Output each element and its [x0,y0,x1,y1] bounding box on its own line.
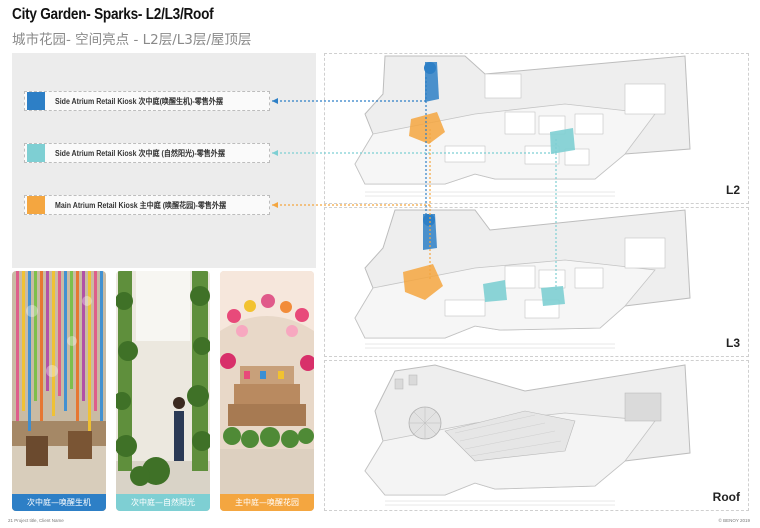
plan-panel-l2: L2 [324,53,749,204]
photo-caption: 次中庭—自然阳光 [116,494,210,511]
photo-caption: 主中庭—唤醒花园 [220,494,314,511]
floor-plan-roof [364,364,691,506]
legend-swatch-teal [27,144,45,162]
legend-item-side-atrium-teal: Side Atrium Retail Kiosk 次中庭 (自然阳光)-零售外摆 [24,143,270,163]
page-subtitle: 城市花园- 空间亮点 - L2层/L3层/屋顶层 [12,32,252,48]
legend-label: Main Atrium Retail Kiosk 主中庭 (唤醒花园)-零售外摆 [55,200,227,210]
footer-project: 21 Project title, Client Name [8,518,64,523]
legend-label: Side Atrium Retail Kiosk 次中庭(唤醒生机)-零售外摆 [55,96,223,106]
connector-blue [272,75,427,102]
footer-copyright: © BENOY 2019 [718,518,751,523]
photo-image [116,271,210,511]
photo-side-atrium-sunlight: 次中庭—自然阳光 [116,271,210,511]
plan-panel-l3: L3 [324,207,749,357]
floor-plan-l2 [354,55,691,197]
legend-item-main-atrium-orange: Main Atrium Retail Kiosk 主中庭 (唤醒花园)-零售外摆 [24,195,270,215]
legend-item-side-atrium-blue: Side Atrium Retail Kiosk 次中庭(唤醒生机)-零售外摆 [24,91,270,111]
legend-label: Side Atrium Retail Kiosk 次中庭 (自然阳光)-零售外摆 [55,148,225,158]
arrow-blue-icon [272,98,278,104]
legend-swatch-orange [27,196,45,214]
arrow-teal-icon [272,150,278,156]
floor-plan-l3 [354,209,691,349]
photo-main-atrium-garden: 主中庭—唤醒花园 [220,271,314,511]
photo-side-atrium-awakening: 次中庭—唤醒生机 [12,271,106,511]
photo-image [220,271,314,511]
page-title: City Garden- Sparks- L2/L3/Roof [12,6,214,23]
photo-caption: 次中庭—唤醒生机 [12,494,106,511]
plan-panel-roof: Roof [324,360,749,511]
plan-label-roof: Roof [712,490,740,504]
legend-swatch-blue [27,92,45,110]
connector-orange [272,128,431,206]
plan-label-l2: L2 [725,183,740,197]
arrow-orange-icon [272,202,278,208]
plan-label-l3: L3 [725,336,740,350]
connector-teal [272,138,557,154]
